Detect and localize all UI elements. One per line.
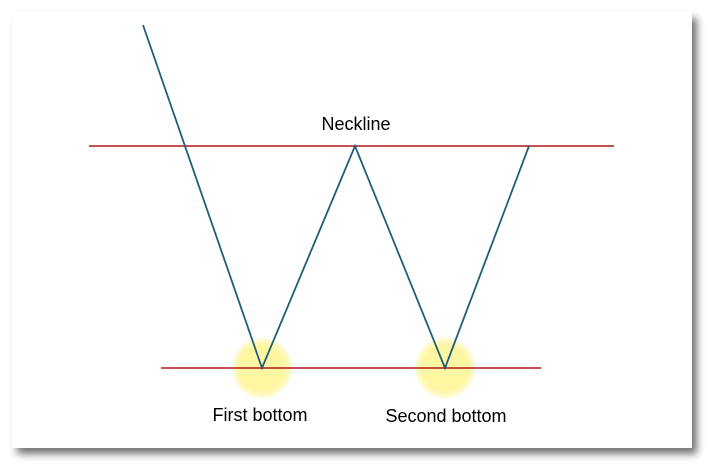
- panel-background: [12, 12, 692, 448]
- second-bottom-label: Second bottom: [385, 406, 506, 426]
- price-path: [142, 24, 530, 371]
- first-bottom-label: First bottom: [212, 405, 307, 425]
- neckline-label: Neckline: [321, 114, 390, 134]
